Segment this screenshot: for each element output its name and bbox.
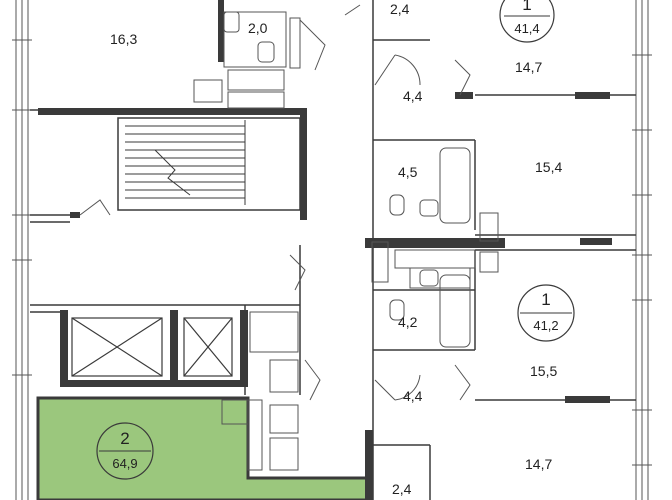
room-area-label: 4,4: [403, 88, 423, 104]
facade-left: [15, 0, 29, 500]
room-area-label: 16,3: [110, 31, 137, 47]
elevator-shaft-1: [71, 317, 163, 377]
room-area-label: 14,7: [515, 59, 542, 75]
window-ticks: [12, 39, 652, 466]
apartment-badge-highlighted[interactable]: 2 64,9: [96, 422, 154, 480]
room-area-label: 14,7: [525, 456, 552, 472]
apartment-number: 1: [522, 0, 531, 14]
room-labels: 16,3 2,0 2,4 14,7 4,4 4,5 15,4 4,2 15,5 …: [110, 1, 562, 497]
room-area-label: 4,4: [403, 388, 423, 404]
stair-core: [117, 117, 301, 211]
corridor-walls: [372, 0, 636, 500]
room-area-label: 4,5: [398, 164, 418, 180]
doors: [79, 4, 471, 401]
room-area-label: 2,4: [392, 481, 412, 497]
room-area-label: 15,4: [535, 159, 562, 175]
apartment-area: 41,4: [514, 21, 539, 36]
room-area-label: 4,2: [398, 314, 418, 330]
apartment-2-highlight[interactable]: [36, 396, 370, 500]
room-area-label: 15,5: [530, 363, 557, 379]
bathroom-fixtures: [193, 11, 499, 471]
elevator-shaft-2: [183, 317, 233, 377]
facade-right: [635, 0, 649, 500]
apartment-area: 41,2: [533, 318, 558, 333]
apartment-badge-middle[interactable]: 1 41,2: [517, 284, 575, 342]
room-area-label: 2,4: [390, 1, 410, 17]
apartment-badge-top[interactable]: 1 41,4: [499, 0, 555, 43]
apartment-number: 1: [541, 290, 550, 309]
apartment-number: 2: [120, 429, 129, 448]
apartment-area: 64,9: [112, 456, 137, 471]
room-area-label: 2,0: [248, 20, 268, 36]
thick-walls: [38, 0, 612, 500]
